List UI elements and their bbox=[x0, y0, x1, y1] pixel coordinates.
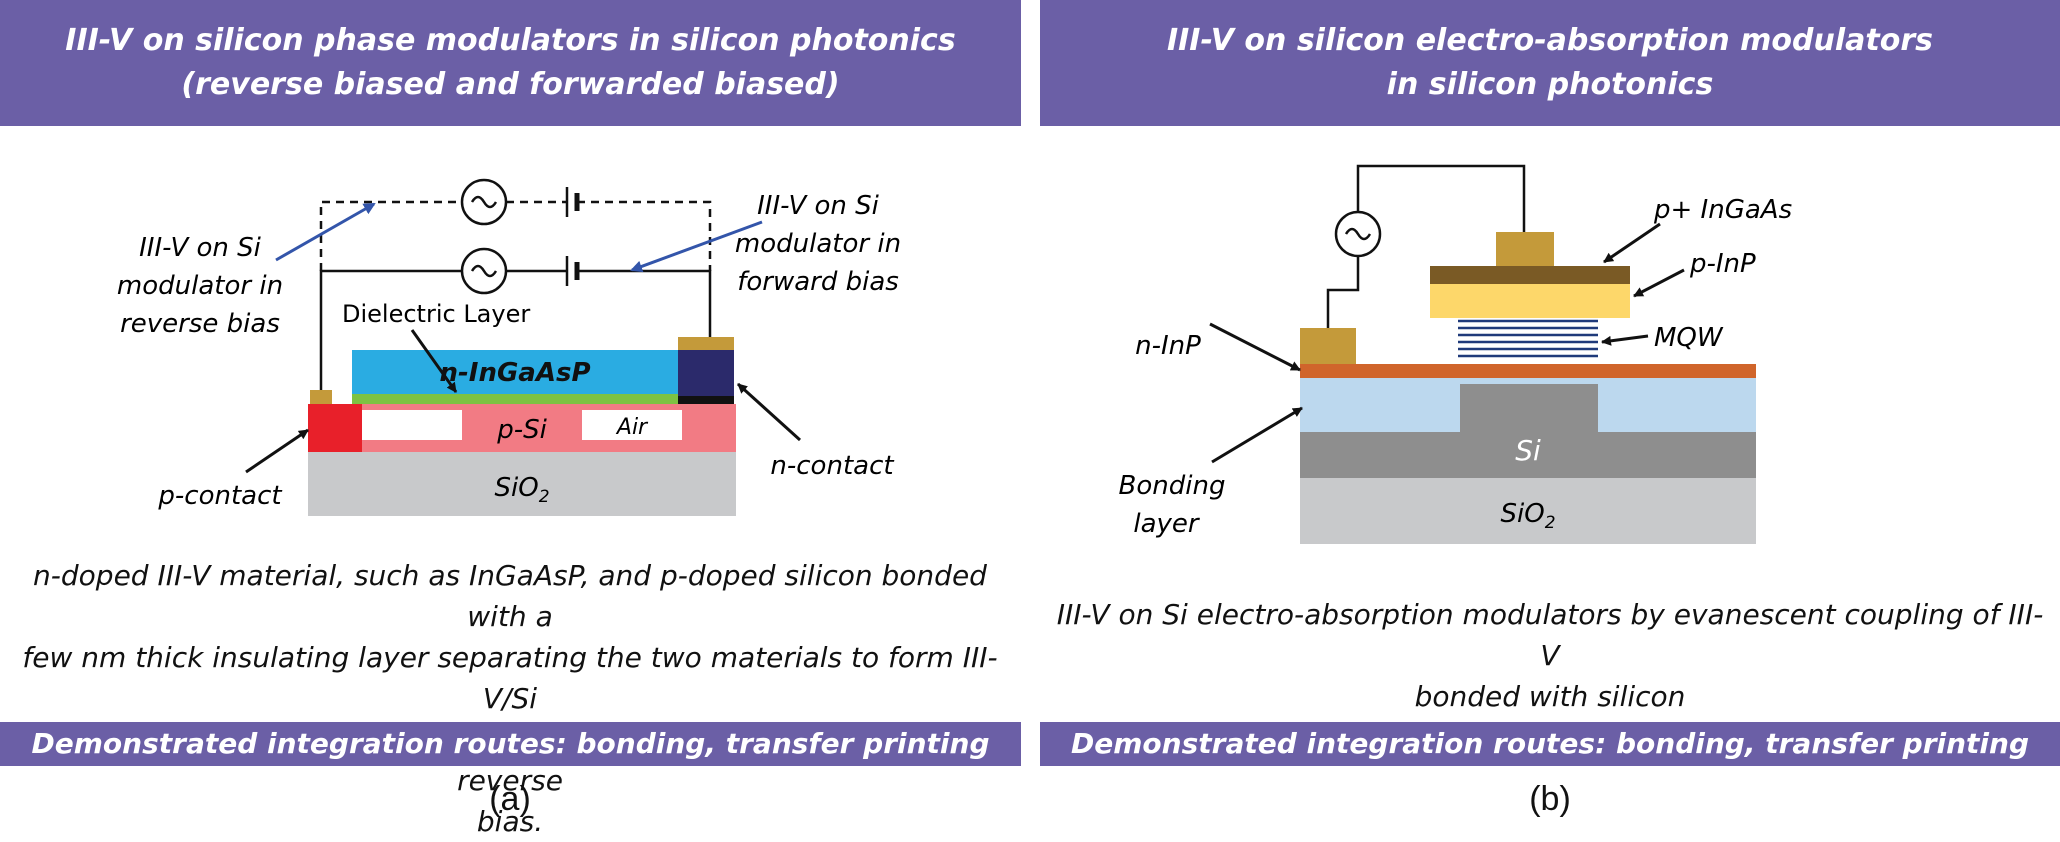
n-ingaasp-layer bbox=[352, 350, 678, 394]
mqw-stack bbox=[1458, 319, 1598, 358]
air-gap-left bbox=[362, 410, 462, 440]
panel-b-sublabel: (b) bbox=[1529, 780, 1571, 818]
panel-b-header: III-V on silicon electro-absorption modu… bbox=[1040, 0, 2060, 126]
forward-bias-label-3: forward bias bbox=[737, 267, 899, 297]
p-inp-arrow bbox=[1633, 268, 1685, 298]
air-gap-right bbox=[582, 410, 682, 440]
n-contact-block bbox=[678, 350, 734, 396]
bonding-label-1: Bonding bbox=[1119, 471, 1226, 501]
n-contact-arrow bbox=[736, 382, 802, 442]
dielectric-label: Dielectric Layer bbox=[342, 300, 530, 328]
reverse-bias-label-2: modulator in bbox=[117, 271, 283, 301]
p-si-label: p-Si bbox=[496, 415, 547, 445]
forward-bias-arrow bbox=[630, 220, 763, 273]
n-contact-black bbox=[678, 396, 734, 404]
panel-a-header: III-V on silicon phase modulators in sil… bbox=[0, 0, 1021, 126]
p-ingaas-arrow bbox=[1603, 222, 1661, 264]
bonding-arrow bbox=[1211, 406, 1303, 464]
forward-bias-label-1: III-V on Si bbox=[757, 191, 880, 221]
panel-b-footer: Demonstrated integration routes: bonding… bbox=[1040, 722, 2060, 766]
p-contact-block bbox=[308, 404, 362, 452]
n-contact-pad bbox=[678, 337, 734, 350]
panel-a-footer: Demonstrated integration routes: bonding… bbox=[0, 722, 1021, 766]
p-inp-layer bbox=[1430, 284, 1630, 318]
dielectric-arrow bbox=[410, 329, 458, 393]
panel-b-header-line2: in silicon photonics bbox=[1386, 67, 1714, 102]
p-inp-label: p-InP bbox=[1689, 249, 1756, 279]
dielectric-layer bbox=[352, 394, 678, 404]
panel-b-caption: III-V on Si electro-absorption modulator… bbox=[1050, 594, 2050, 717]
sio2-label-a: SiO2 bbox=[494, 473, 549, 507]
reverse-bias-arrow bbox=[275, 202, 376, 262]
n-contact-label: n-contact bbox=[770, 451, 894, 481]
panel-b-device: p+ InGaAs p-InP MQW n-InP Si SiO2 Bondin… bbox=[1119, 164, 1792, 544]
mqw-label: MQW bbox=[1654, 323, 1724, 353]
panel-a-header-line2: (reverse biased and forwarded biased) bbox=[181, 67, 840, 102]
p-ingaas-layer bbox=[1430, 266, 1630, 284]
sio2-layer bbox=[308, 452, 736, 516]
p-contact-pad bbox=[310, 390, 332, 404]
si-rib bbox=[1460, 384, 1598, 432]
n-inp-arrow bbox=[1209, 322, 1301, 372]
eam-circuit bbox=[1326, 164, 1526, 328]
air-label: Air bbox=[615, 415, 649, 440]
panel-b-header-line1: III-V on silicon electro-absorption modu… bbox=[1166, 23, 1933, 58]
n-ingaasp-label: n-InGaAsP bbox=[439, 358, 590, 388]
panel-a-sublabel: (a) bbox=[489, 780, 531, 818]
sio2-label-b: SiO2 bbox=[1500, 499, 1555, 533]
panel-a-caption-line1: n-doped III-V material, such as InGaAsP,… bbox=[33, 559, 987, 633]
reverse-bias-label-1: III-V on Si bbox=[139, 233, 262, 263]
battery-reverse-icon bbox=[565, 187, 580, 217]
panel-a-header-line1: III-V on silicon phase modulators in sil… bbox=[65, 23, 956, 58]
reverse-bias-label-3: reverse bias bbox=[120, 309, 280, 339]
reverse-circuit bbox=[319, 200, 712, 271]
p-ingaas-label: p+ InGaAs bbox=[1653, 195, 1792, 225]
battery-forward-icon bbox=[565, 256, 580, 286]
panel-a-caption-line2: few nm thick insulating layer separating… bbox=[22, 641, 998, 715]
si-layer bbox=[1300, 432, 1756, 478]
n-inp-label: n-InP bbox=[1135, 331, 1201, 361]
top-contact-pad bbox=[1496, 232, 1554, 266]
forward-bias-label-2: modulator in bbox=[735, 229, 901, 259]
si-label: Si bbox=[1515, 434, 1541, 467]
bonding-label-2: layer bbox=[1133, 509, 1201, 539]
n-inp-layer bbox=[1300, 364, 1756, 378]
panel-b-caption-line1: III-V on Si electro-absorption modulator… bbox=[1056, 598, 2044, 672]
panel-a-device: III-V on Si modulator in reverse bias II… bbox=[117, 178, 901, 516]
n-contact-pad-b bbox=[1300, 328, 1356, 364]
panel-b-caption-line2: bonded with silicon bbox=[1414, 680, 1686, 713]
p-contact-arrow bbox=[245, 428, 309, 474]
p-contact-label: p-contact bbox=[157, 481, 282, 511]
sio2-layer-b bbox=[1300, 478, 1756, 544]
mqw-arrow bbox=[1601, 334, 1649, 346]
